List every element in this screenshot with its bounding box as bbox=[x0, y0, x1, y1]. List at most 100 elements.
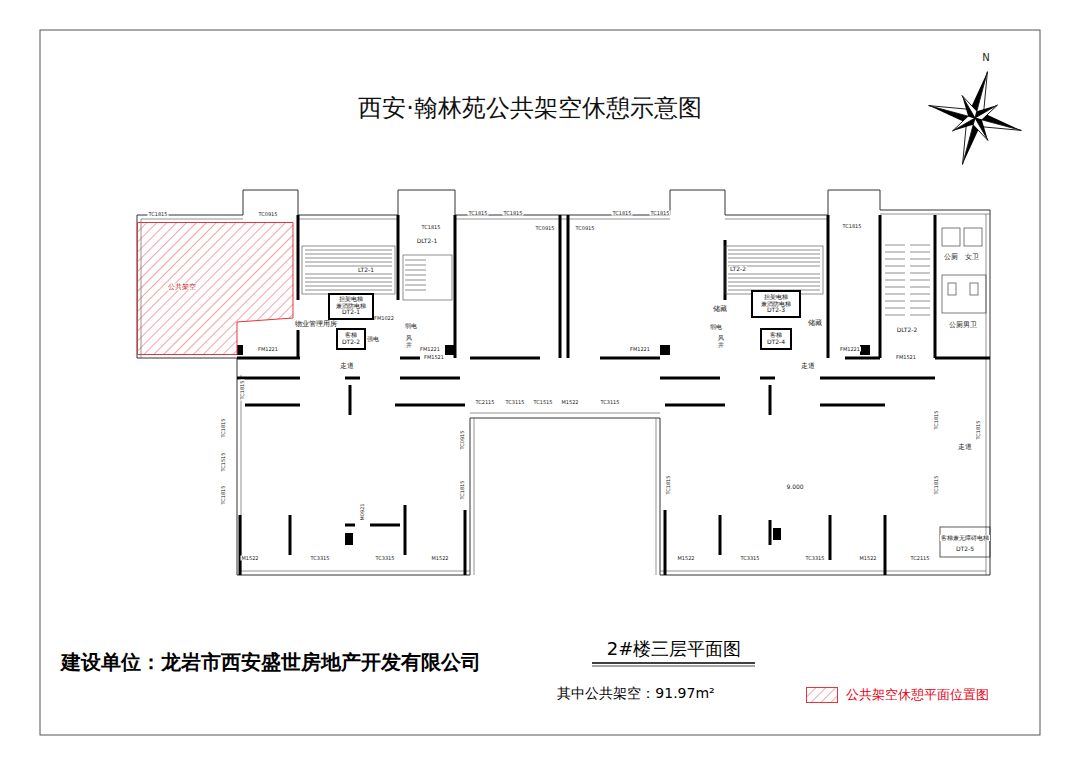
window-code: TC1815 bbox=[148, 212, 169, 217]
elevator-box: 担架电梯 兼消防电梯DT2-3 bbox=[751, 290, 801, 318]
window-code: TC0915 bbox=[575, 226, 596, 231]
column bbox=[237, 345, 243, 355]
window-code: TC3315 bbox=[740, 556, 761, 561]
elevator-shaft bbox=[940, 527, 990, 557]
window-code: FM1221 bbox=[419, 347, 441, 352]
room-label: 强电 bbox=[366, 336, 380, 342]
room-label: 女卫 bbox=[964, 254, 980, 261]
elevator-label: 担架电梯 兼消防电梯 bbox=[754, 294, 798, 308]
toilet-fixture bbox=[970, 283, 978, 295]
hatched-area-shape bbox=[137, 222, 295, 355]
builder-note: 建设单位：龙岩市西安盛世房地产开发有限公司 bbox=[60, 652, 482, 672]
window-code: TC1815 bbox=[976, 420, 981, 441]
stair-outline bbox=[725, 246, 823, 294]
elevator-label: DT2-1 bbox=[342, 309, 360, 316]
room-label: DLT2-1 bbox=[416, 238, 439, 244]
room-label: 公厕男卫 bbox=[948, 322, 978, 329]
room-label: 走道 bbox=[800, 363, 816, 370]
window-code: TC1815 bbox=[666, 475, 671, 496]
window-code: TC1815 bbox=[240, 380, 245, 401]
room-label: 客梯兼无障碍电梯 bbox=[940, 535, 990, 541]
window-code: M1522 bbox=[560, 400, 579, 405]
window-code: TC2115 bbox=[475, 400, 496, 405]
drawing-title: 西安·翰林苑公共架空休憩示意图 bbox=[357, 96, 703, 120]
window-code: FM1521 bbox=[423, 355, 445, 360]
room-label: 弱电 bbox=[709, 324, 723, 330]
legend-text: 公共架空休憩平面位置图 bbox=[846, 686, 989, 704]
room-label: DT2-5 bbox=[955, 546, 975, 552]
elevator-box: 担架电梯 兼消防电梯DT2-1 bbox=[328, 293, 374, 320]
room-label: 风井 bbox=[717, 335, 725, 348]
north-arrow bbox=[916, 59, 1034, 177]
window-code: TC1815 bbox=[460, 480, 465, 501]
toilet-fixture bbox=[948, 283, 956, 295]
window-code: TC3115 bbox=[600, 400, 621, 405]
caption-underline bbox=[592, 662, 755, 664]
window-code: TC0915 bbox=[460, 430, 465, 451]
window-code: FM1221 bbox=[629, 347, 651, 352]
toilet-fixtures bbox=[942, 228, 986, 313]
window-code: TC3315 bbox=[310, 556, 331, 561]
stair-outline bbox=[302, 246, 395, 294]
window-code: TC2115 bbox=[910, 556, 931, 561]
north-arrow-spike bbox=[958, 93, 980, 121]
window-code: TC3315 bbox=[805, 556, 826, 561]
area-label: 公共架空 bbox=[167, 284, 197, 291]
window-code: TC1815 bbox=[650, 211, 671, 216]
hatched-area-outline bbox=[138, 223, 294, 355]
window-code: TC1815 bbox=[468, 211, 489, 216]
elevator-label: 客梯 DT2-4 bbox=[763, 332, 789, 346]
window-code: M1522 bbox=[858, 556, 877, 561]
window-code: M1522 bbox=[240, 556, 259, 561]
window-code: FM1521 bbox=[895, 355, 917, 360]
window-code: FM1221 bbox=[839, 347, 861, 352]
sheet-frame bbox=[40, 30, 1040, 735]
window-code: TC0915 bbox=[535, 226, 556, 231]
wall bbox=[237, 215, 990, 575]
room-label: 风井 bbox=[405, 335, 413, 348]
legend-swatch bbox=[806, 687, 838, 703]
legend-item: 公共架空休憩平面位置图 bbox=[806, 686, 989, 704]
plan-caption: 2#楼三层平面图 bbox=[606, 640, 743, 658]
column bbox=[773, 528, 781, 540]
window-code: TC1815 bbox=[421, 225, 442, 230]
window-code: TC1515 bbox=[533, 400, 554, 405]
area-note: 其中公共架空：91.97m² bbox=[556, 686, 715, 700]
window-code: TC3115 bbox=[505, 400, 526, 405]
window-code: M1522 bbox=[430, 556, 449, 561]
column bbox=[237, 345, 870, 545]
column bbox=[445, 345, 455, 355]
room-label: 弱电 bbox=[404, 323, 418, 329]
window-code: TC1815 bbox=[221, 418, 226, 439]
caption-underline bbox=[592, 666, 755, 667]
window-code: M1522 bbox=[676, 556, 695, 561]
toilet-fixture bbox=[964, 228, 982, 246]
window-code: TC1815 bbox=[221, 485, 226, 506]
north-label: N bbox=[981, 53, 990, 63]
room-label: 储藏 bbox=[807, 320, 823, 327]
window-code: M0921 bbox=[360, 502, 365, 521]
elevator-label: 担架电梯 兼消防电梯 bbox=[331, 296, 371, 310]
elevator-box: 客梯 DT2-2 bbox=[336, 328, 366, 350]
room-label: 储藏 bbox=[712, 306, 728, 313]
stair-outline bbox=[403, 255, 452, 300]
window-code: TC1815 bbox=[934, 475, 939, 496]
window-code: TC1815 bbox=[503, 211, 524, 216]
room-label: 9.000 bbox=[785, 484, 804, 490]
room-label: 物业管理用房 bbox=[294, 321, 338, 328]
room-label: 走道 bbox=[339, 363, 355, 370]
window-code: TC1515 bbox=[221, 452, 226, 473]
window-code: FM1221 bbox=[257, 347, 279, 352]
room-label: LT2-1 bbox=[357, 267, 375, 273]
column bbox=[860, 345, 870, 355]
elevator-label: DT2-3 bbox=[767, 307, 785, 314]
legend-swatch-fill bbox=[807, 688, 838, 703]
window-code: TC3315 bbox=[375, 556, 396, 561]
toilet-room bbox=[942, 275, 986, 313]
column bbox=[345, 533, 353, 545]
elevator-box: 客梯 DT2-4 bbox=[760, 328, 792, 350]
window-code: TC0915 bbox=[258, 212, 279, 217]
window-code: TC1815 bbox=[612, 211, 633, 216]
hatched-area: 公共架空 bbox=[137, 222, 295, 355]
toilet-fixture bbox=[942, 228, 960, 246]
